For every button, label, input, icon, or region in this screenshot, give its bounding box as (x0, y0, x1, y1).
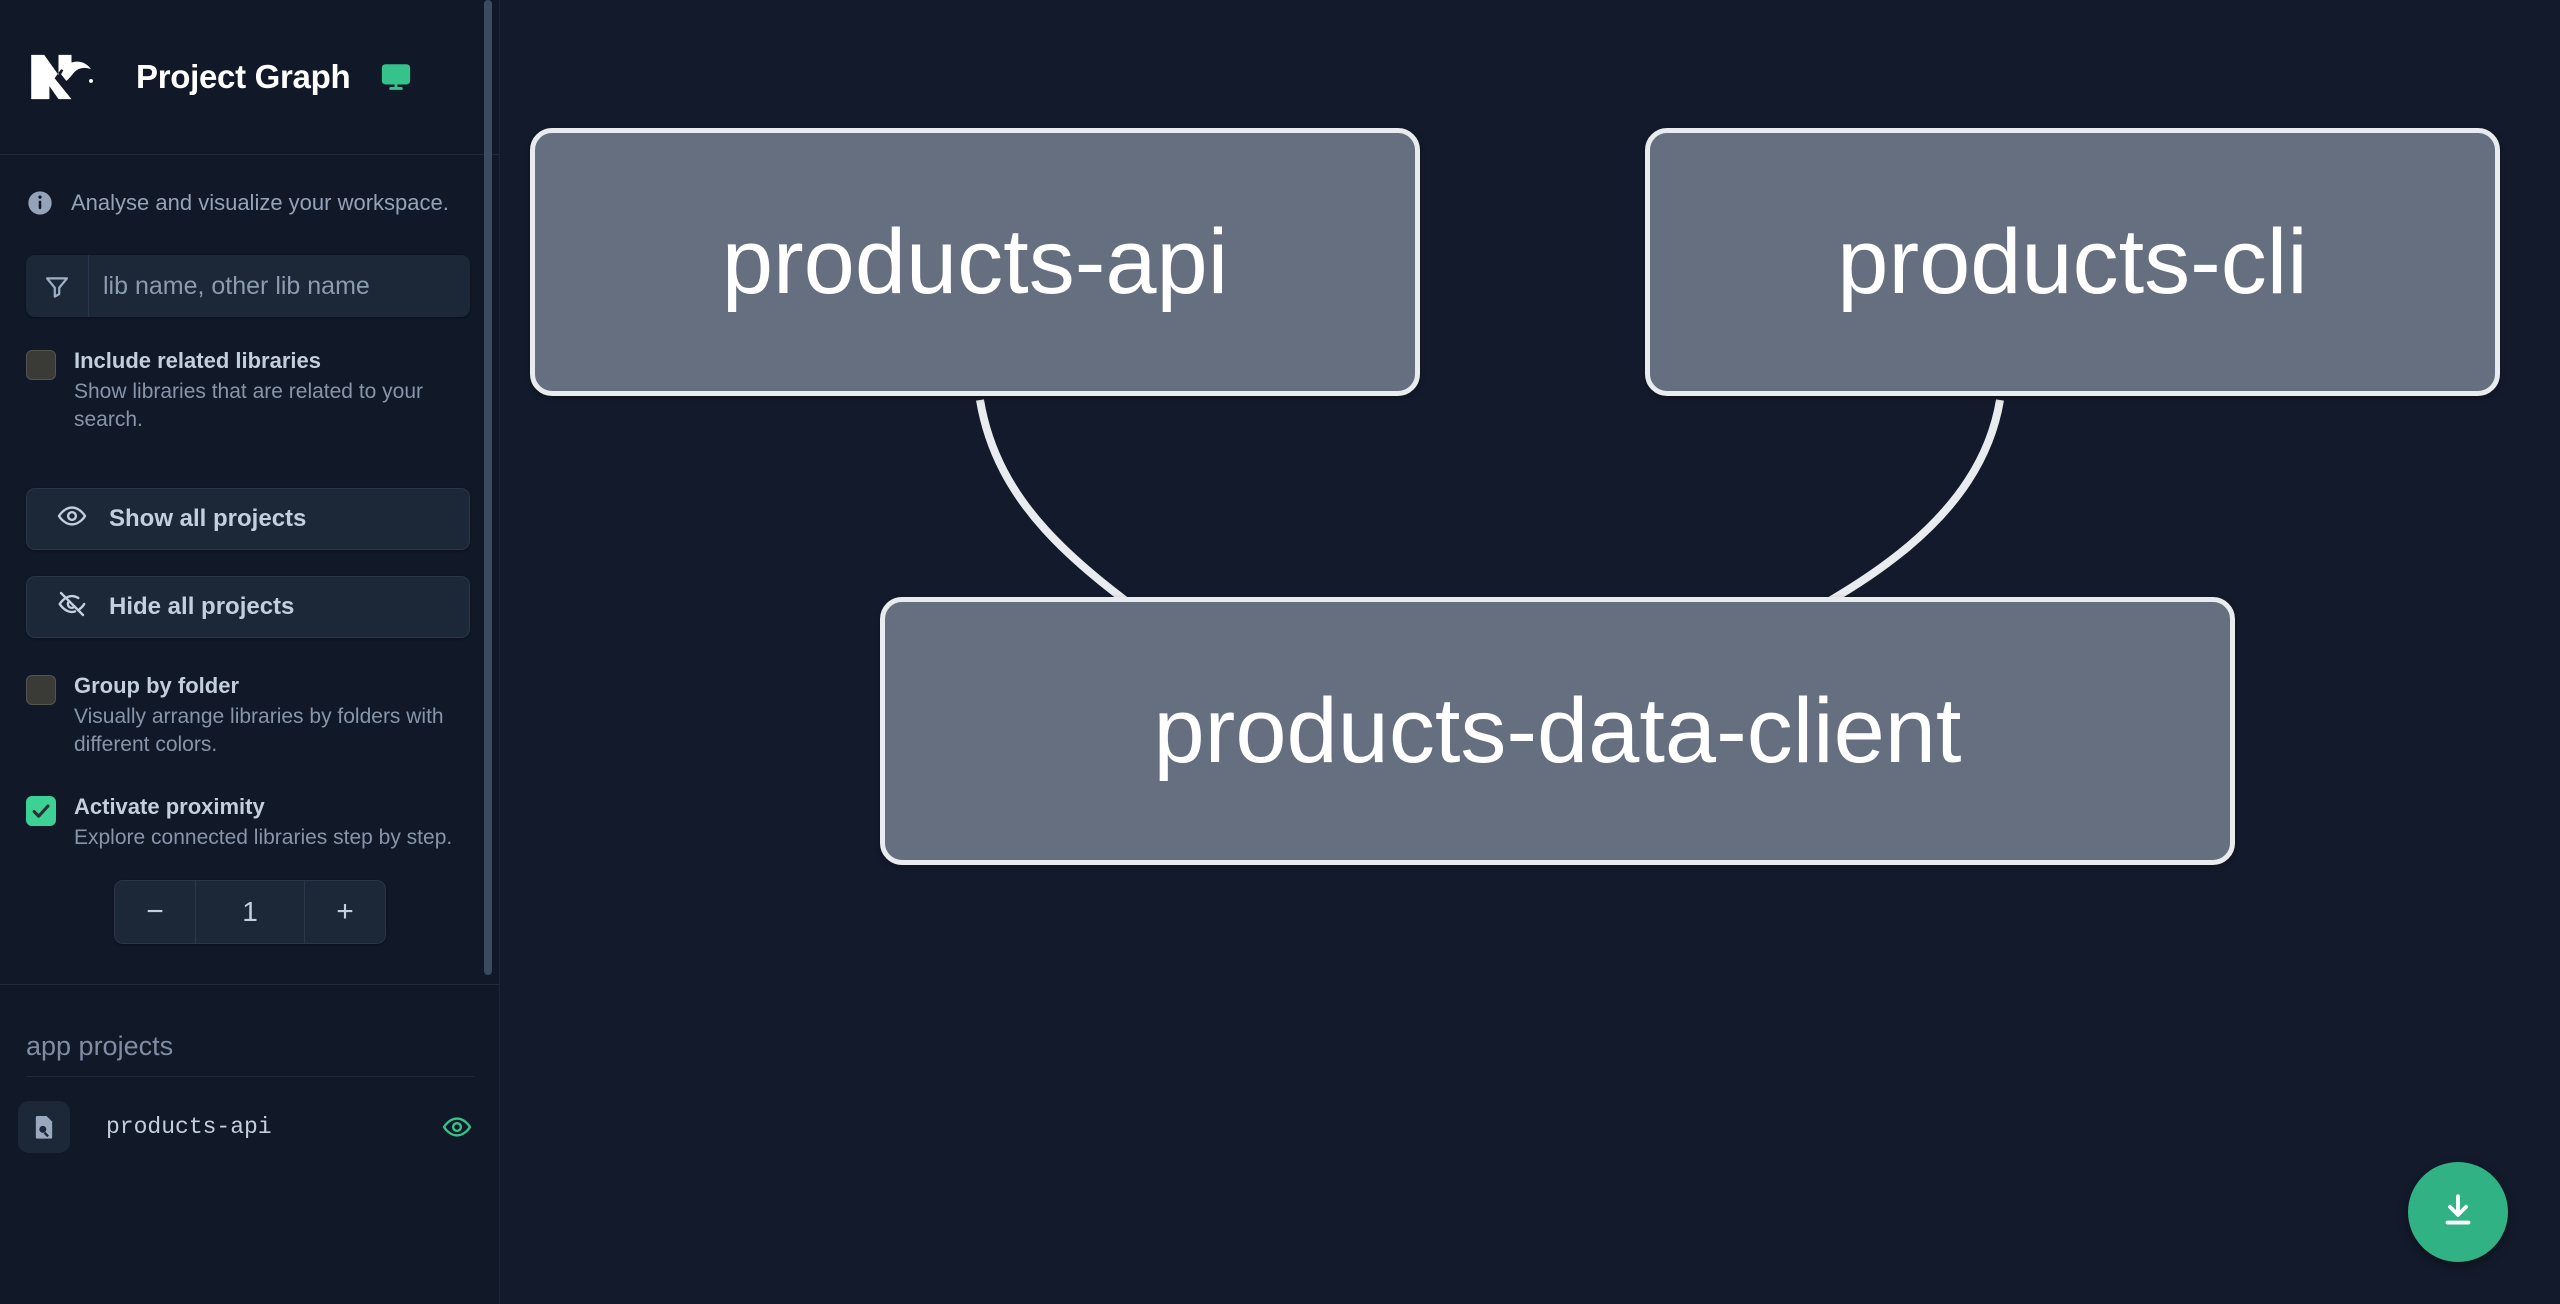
search-box[interactable] (26, 255, 470, 317)
option-activate-proximity[interactable]: Activate proximity Explore connected lib… (0, 793, 500, 852)
workspace-tagline: Analyse and visualize your workspace. (0, 155, 500, 217)
proximity-increment-button[interactable]: + (305, 881, 385, 944)
graph-node-label: products-api (721, 210, 1229, 313)
app-file-icon (18, 1101, 70, 1154)
checkbox-group-by-folder[interactable] (26, 675, 56, 706)
filter-funnel-icon (26, 255, 89, 317)
proximity-decrement-button[interactable]: − (115, 881, 195, 944)
sidebar: Project Graph Analyse and visual (0, 0, 500, 1304)
monitor-icon[interactable] (380, 61, 412, 93)
nx-logo (26, 51, 104, 103)
graph-node-products-cli[interactable]: products-cli (1645, 128, 2500, 396)
option-description: Explore connected libraries step by step… (74, 825, 453, 849)
download-icon (2437, 1190, 2479, 1235)
project-list-item[interactable]: products-api (0, 1091, 500, 1163)
graph-node-label: products-cli (1837, 210, 2308, 313)
graph-node-products-data-client[interactable]: products-data-client (880, 597, 2235, 865)
page-title: Project Graph (136, 58, 351, 95)
option-include-related-libraries[interactable]: Include related libraries Show libraries… (0, 347, 500, 434)
show-all-projects-label: Show all projects (109, 505, 307, 533)
search-input[interactable] (89, 255, 470, 317)
sidebar-header: Project Graph (0, 0, 500, 155)
option-label: Activate proximity (74, 794, 265, 820)
info-icon (26, 189, 54, 217)
download-graph-button[interactable] (2408, 1162, 2508, 1262)
project-name: products-api (106, 1114, 272, 1141)
graph-node-label: products-data-client (1153, 679, 1962, 782)
checkbox-include-related-libraries[interactable] (26, 350, 56, 380)
checkbox-activate-proximity[interactable] (26, 796, 56, 827)
eye-slash-icon (57, 589, 87, 626)
proximity-value: 1 (195, 881, 305, 944)
graph-canvas[interactable]: products-api products-cli products-data-… (500, 0, 2560, 1304)
eye-icon (57, 501, 87, 538)
sidebar-scroll-area[interactable]: Project Graph Analyse and visual (0, 0, 500, 1304)
hide-all-projects-button[interactable]: Hide all projects (26, 576, 470, 639)
project-visibility-eye-icon[interactable] (442, 1112, 472, 1142)
option-texts: Activate proximity Explore connected lib… (74, 793, 452, 852)
tagline-text: Analyse and visualize your workspace. (71, 190, 449, 215)
sidebar-scrollbar[interactable] (484, 0, 492, 975)
option-description: Visually arrange libraries by folders wi… (74, 704, 444, 757)
project-group-rule (26, 1076, 474, 1078)
sidebar-divider (0, 984, 500, 986)
option-label: Include related libraries (74, 348, 321, 373)
project-group-label: app projects (26, 1031, 174, 1062)
show-all-projects-button[interactable]: Show all projects (26, 488, 470, 551)
hide-all-projects-label: Hide all projects (109, 593, 295, 621)
option-group-by-folder[interactable]: Group by folder Visually arrange librari… (0, 672, 500, 759)
option-description: Show libraries that are related to your … (74, 379, 424, 431)
graph-node-products-api[interactable]: products-api (530, 128, 1420, 396)
option-label: Group by folder (74, 673, 239, 699)
sidebar-border (499, 0, 500, 1304)
option-texts: Group by folder Visually arrange librari… (74, 672, 474, 759)
proximity-stepper: − 1 + (0, 880, 500, 945)
option-texts: Include related libraries Show libraries… (74, 347, 474, 434)
